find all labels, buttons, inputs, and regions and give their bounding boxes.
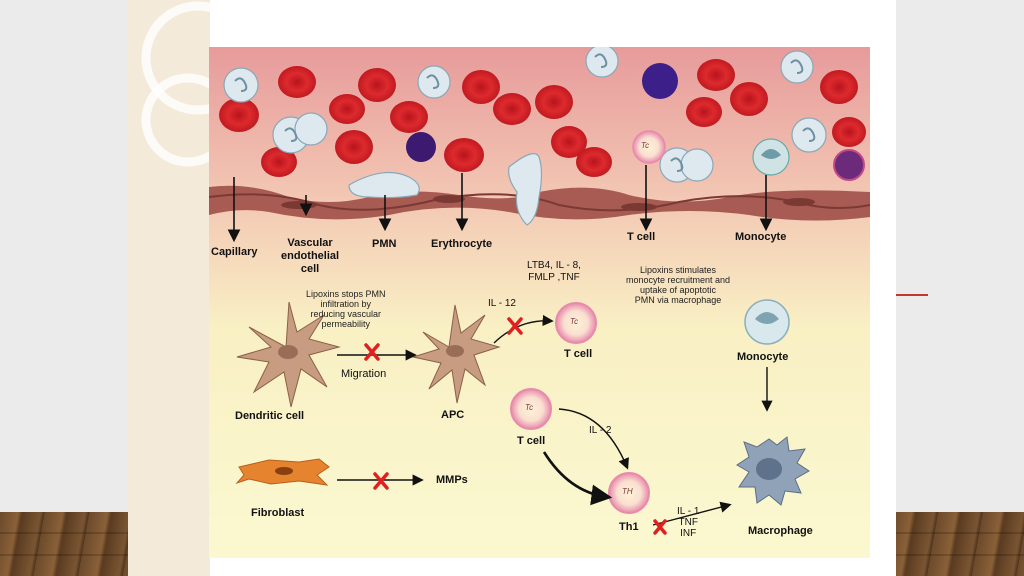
label-th1: Th1 xyxy=(619,521,639,533)
label-cytokines: IL - 1 TNF INF xyxy=(677,506,700,539)
label-pmn: PMN xyxy=(372,238,397,250)
t-cell-low xyxy=(510,388,552,430)
label-lipoxins-monocyte: Lipoxins stimulates monocyte recruitment… xyxy=(626,265,731,305)
label-t-cell-mid: T cell xyxy=(564,348,593,360)
diagram-drawing xyxy=(209,47,870,558)
neutrophils xyxy=(223,47,827,226)
label-monocyte-top: Monocyte xyxy=(735,231,787,243)
label-t-cell-top: T cell xyxy=(627,231,656,243)
label-capillary: Capillary xyxy=(211,246,258,258)
label-mediators: LTB4, IL - 8, FMLP ,TNF xyxy=(527,260,581,283)
label-monocyte-mid: Monocyte xyxy=(737,351,789,363)
block-x-icon xyxy=(364,317,667,535)
erythrocytes xyxy=(219,59,866,177)
label-macrophage: Macrophage xyxy=(748,525,813,537)
tc-glyph: Tc xyxy=(641,141,650,150)
neutrophil-nuclei xyxy=(234,53,816,172)
label-migration: Migration xyxy=(341,368,387,380)
endothelial-layer xyxy=(209,185,870,221)
basophil xyxy=(406,132,436,162)
eosinophil xyxy=(833,149,865,181)
th-glyph: TH xyxy=(622,487,633,496)
label-apc: APC xyxy=(441,409,465,421)
label-lipoxins-pmn: Lipoxins stops PMN infiltration by reduc… xyxy=(306,289,386,329)
t-cell-mid xyxy=(555,302,597,344)
label-erythrocyte: Erythrocyte xyxy=(431,238,493,250)
lymphocyte xyxy=(642,63,678,99)
label-vascular-endothelial: Vascular endothelial cell xyxy=(281,237,340,275)
lipoxin-diagram: Capillary Vascular endothelial cell PMN … xyxy=(209,47,870,558)
label-mmps: MMPs xyxy=(436,474,468,486)
t-cell-top xyxy=(632,130,666,164)
label-il2: IL - 2 xyxy=(589,425,612,436)
label-dendritic-cell: Dendritic cell xyxy=(235,410,305,422)
decorative-ribbon xyxy=(128,0,255,576)
label-fibroblast: Fibroblast xyxy=(251,507,305,519)
label-arrows xyxy=(227,165,773,243)
tc-glyph: Tc xyxy=(525,403,534,412)
decorative-line xyxy=(896,294,928,296)
label-il12: IL - 12 xyxy=(488,298,516,309)
decorative-circles xyxy=(141,1,255,167)
tc-glyph: Tc xyxy=(570,317,579,326)
label-t-cell-low: T cell xyxy=(517,435,546,447)
